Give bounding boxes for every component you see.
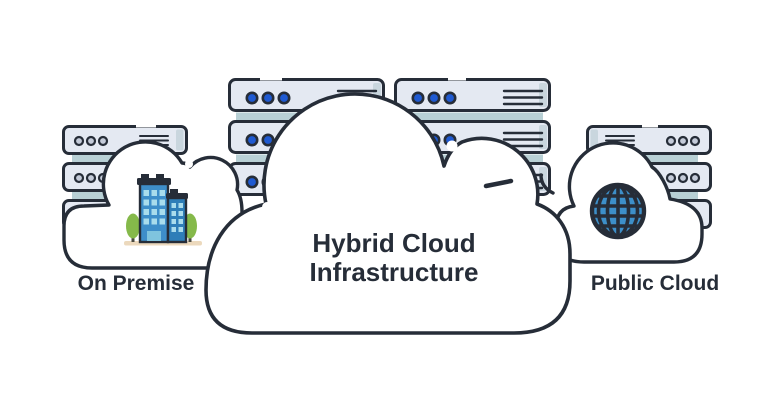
public-cloud-label: Public Cloud <box>591 272 719 295</box>
server-unit <box>394 78 551 112</box>
office-buildings-icon <box>124 174 202 246</box>
cloud-icon <box>204 92 572 335</box>
globe-icon <box>589 182 647 240</box>
on-premise-cloud <box>62 140 244 270</box>
hybrid-cloud: Hybrid Cloud Infrastructure <box>204 92 572 335</box>
public-cloud <box>539 141 704 264</box>
diagram-title-line1: Hybrid Cloud <box>312 228 475 258</box>
on-premise-label: On Premise <box>78 272 195 295</box>
cloud-sketch-dash <box>483 178 514 189</box>
cloud-curl-stroke <box>539 173 555 195</box>
diagram-title-line2: Infrastructure <box>309 257 478 287</box>
